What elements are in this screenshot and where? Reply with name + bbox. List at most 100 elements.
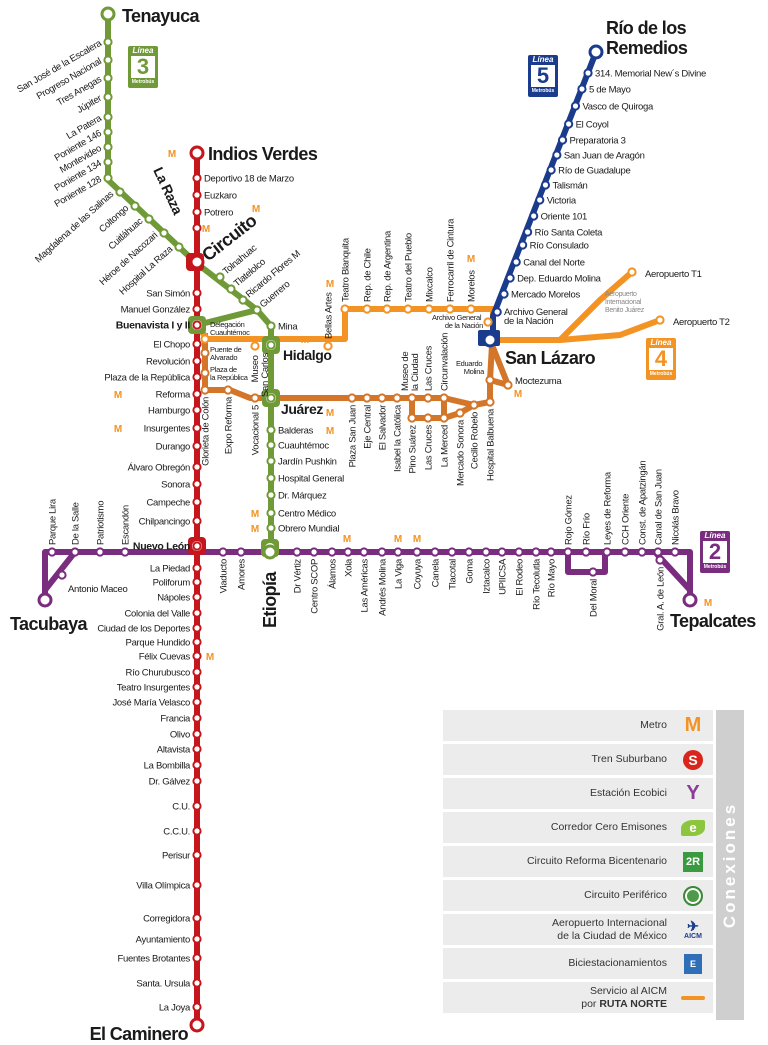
station-marker[interactable] — [482, 332, 498, 348]
station-marker[interactable] — [192, 913, 202, 923]
station-marker[interactable] — [412, 547, 422, 557]
station-marker[interactable] — [653, 547, 663, 557]
station-marker[interactable] — [469, 400, 479, 410]
station-marker[interactable] — [192, 516, 202, 526]
station-marker[interactable] — [602, 547, 612, 557]
station-marker[interactable] — [497, 547, 507, 557]
station-marker[interactable] — [262, 544, 278, 560]
station-marker[interactable] — [531, 547, 541, 557]
station-marker[interactable] — [236, 547, 246, 557]
station-marker[interactable] — [552, 150, 562, 160]
station-marker[interactable] — [192, 423, 202, 433]
station-marker[interactable] — [557, 135, 568, 145]
station-marker[interactable] — [670, 547, 680, 557]
station-marker[interactable] — [266, 523, 276, 533]
station-marker[interactable] — [189, 145, 205, 161]
station-marker[interactable] — [115, 187, 125, 197]
station-marker[interactable] — [200, 334, 210, 344]
station-marker[interactable] — [192, 608, 202, 618]
station-marker[interactable] — [250, 393, 260, 403]
station-marker[interactable] — [192, 850, 202, 860]
station-marker[interactable] — [200, 385, 210, 395]
station-marker[interactable] — [655, 315, 665, 325]
station-marker[interactable] — [362, 393, 372, 403]
station-marker[interactable] — [483, 317, 493, 327]
station-marker[interactable] — [392, 393, 402, 403]
station-marker[interactable] — [382, 304, 392, 314]
station-marker[interactable] — [215, 272, 225, 282]
station-marker[interactable] — [192, 651, 202, 661]
station-marker[interactable] — [192, 776, 202, 786]
station-marker[interactable] — [192, 541, 202, 551]
station-marker[interactable] — [103, 73, 113, 83]
station-marker[interactable] — [192, 682, 202, 692]
station-marker[interactable] — [266, 321, 276, 331]
station-marker[interactable] — [250, 341, 260, 351]
station-marker[interactable] — [192, 801, 202, 811]
station-marker[interactable] — [192, 479, 202, 489]
station-marker[interactable] — [505, 273, 515, 283]
station-marker[interactable] — [309, 547, 319, 557]
station-marker[interactable] — [455, 408, 465, 418]
station-marker[interactable] — [327, 547, 337, 557]
station-marker[interactable] — [192, 623, 202, 633]
station-marker[interactable] — [535, 195, 545, 205]
station-marker[interactable] — [362, 304, 372, 314]
station-marker[interactable] — [192, 760, 202, 770]
station-marker[interactable] — [570, 101, 581, 111]
station-marker[interactable] — [252, 305, 262, 315]
station-marker[interactable] — [192, 637, 202, 647]
station-marker[interactable] — [192, 713, 202, 723]
station-marker[interactable] — [266, 456, 276, 466]
station-marker[interactable] — [103, 55, 113, 65]
station-marker[interactable] — [192, 592, 202, 602]
station-marker[interactable] — [439, 413, 449, 423]
station-marker[interactable] — [583, 68, 593, 78]
station-marker[interactable] — [223, 385, 233, 395]
station-marker[interactable] — [403, 304, 413, 314]
station-marker[interactable] — [266, 393, 276, 403]
station-marker[interactable] — [226, 284, 236, 294]
station-marker[interactable] — [192, 697, 202, 707]
station-marker[interactable] — [430, 547, 440, 557]
station-marker[interactable] — [192, 744, 202, 754]
station-marker[interactable] — [200, 348, 210, 358]
station-marker[interactable] — [445, 304, 455, 314]
station-marker[interactable] — [377, 393, 387, 403]
station-marker[interactable] — [192, 880, 202, 890]
station-marker[interactable] — [266, 340, 276, 350]
station-marker[interactable] — [189, 254, 205, 270]
station-marker[interactable] — [529, 211, 539, 221]
station-marker[interactable] — [407, 413, 417, 423]
station-marker[interactable] — [466, 304, 476, 314]
station-marker[interactable] — [620, 547, 630, 557]
station-marker[interactable] — [407, 393, 417, 403]
station-marker[interactable] — [37, 592, 53, 608]
station-marker[interactable] — [581, 547, 591, 557]
station-marker[interactable] — [523, 227, 533, 237]
station-marker[interactable] — [100, 6, 116, 22]
station-marker[interactable] — [192, 207, 202, 217]
station-marker[interactable] — [174, 242, 184, 252]
station-marker[interactable] — [57, 570, 67, 580]
station-marker[interactable] — [192, 934, 202, 944]
station-marker[interactable] — [266, 490, 276, 500]
station-marker[interactable] — [159, 228, 169, 238]
station-marker[interactable] — [70, 547, 80, 557]
station-marker[interactable] — [192, 173, 202, 183]
station-marker[interactable] — [47, 547, 57, 557]
station-marker[interactable] — [481, 547, 491, 557]
station-marker[interactable] — [540, 180, 551, 190]
station-marker[interactable] — [682, 592, 698, 608]
station-marker[interactable] — [192, 304, 202, 314]
station-marker[interactable] — [503, 380, 513, 390]
station-marker[interactable] — [103, 112, 113, 122]
station-marker[interactable] — [192, 223, 202, 233]
station-marker[interactable] — [103, 127, 113, 137]
station-marker[interactable] — [343, 547, 353, 557]
station-marker[interactable] — [192, 405, 202, 415]
station-marker[interactable] — [359, 547, 369, 557]
station-marker[interactable] — [192, 190, 202, 200]
station-marker[interactable] — [200, 368, 210, 378]
station-marker[interactable] — [577, 84, 587, 94]
